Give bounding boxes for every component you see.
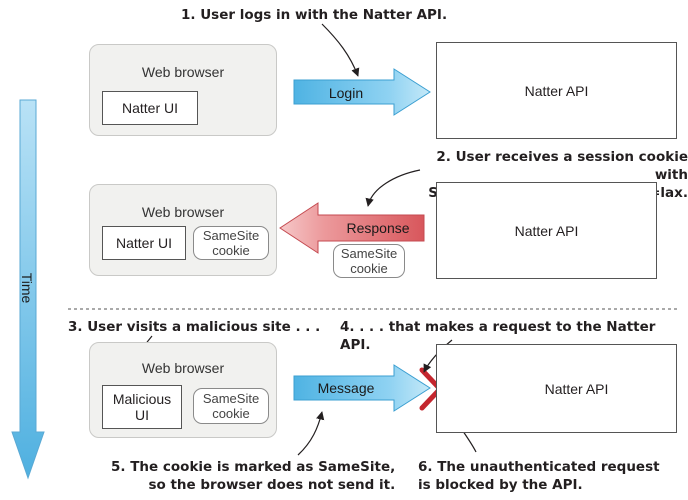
callout-arrow-2 — [365, 169, 421, 207]
response-arrow-label: Response — [346, 220, 410, 236]
login-arrow — [293, 68, 431, 116]
message-arrow — [293, 364, 431, 412]
callout-arrow-1 — [321, 23, 360, 77]
response-arrow — [279, 202, 425, 254]
step-1-note: 1. User logs in with the Natter API. — [181, 7, 448, 23]
samesite-cookie-badge: SameSite cookie — [193, 226, 269, 260]
natter-api-box-2: Natter API — [436, 182, 657, 279]
message-arrow-label: Message — [317, 380, 375, 396]
natter-api-box-1: Natter API — [436, 42, 677, 139]
web-browser-title: Web browser — [141, 64, 225, 80]
natter-ui-box: Natter UI — [102, 226, 186, 260]
callout-arrow-5 — [297, 411, 325, 456]
step-3-note: 3. User visits a malicious site . . . — [68, 319, 321, 335]
malicious-ui-box: Malicious UI — [102, 385, 182, 429]
web-browser-2: Web browser Natter UI SameSite cookie — [89, 184, 277, 276]
web-browser-1: Web browser Natter UI — [89, 44, 277, 136]
login-arrow-label: Login — [328, 85, 364, 101]
step-6-note: 6. The unauthenticated request is blocke… — [418, 459, 660, 493]
web-browser-3: Web browser Malicious UI SameSite cookie — [89, 342, 277, 438]
natter-ui-box: Natter UI — [102, 91, 198, 125]
time-arrow — [11, 99, 45, 480]
step-5-note: 5. The cookie is marked as SameSite, so … — [111, 459, 396, 493]
natter-api-box-3: Natter API — [436, 344, 677, 433]
callout-arrow-4 — [423, 339, 453, 373]
step-4-note: 4. . . . that makes a request to the Nat… — [340, 319, 656, 353]
time-label: Time — [19, 272, 35, 304]
samesite-cookie-badge: SameSite cookie — [193, 388, 269, 424]
web-browser-title: Web browser — [141, 204, 225, 220]
samesite-cookie-badge-in-transit: SameSite cookie — [333, 244, 405, 278]
web-browser-title: Web browser — [141, 360, 225, 376]
